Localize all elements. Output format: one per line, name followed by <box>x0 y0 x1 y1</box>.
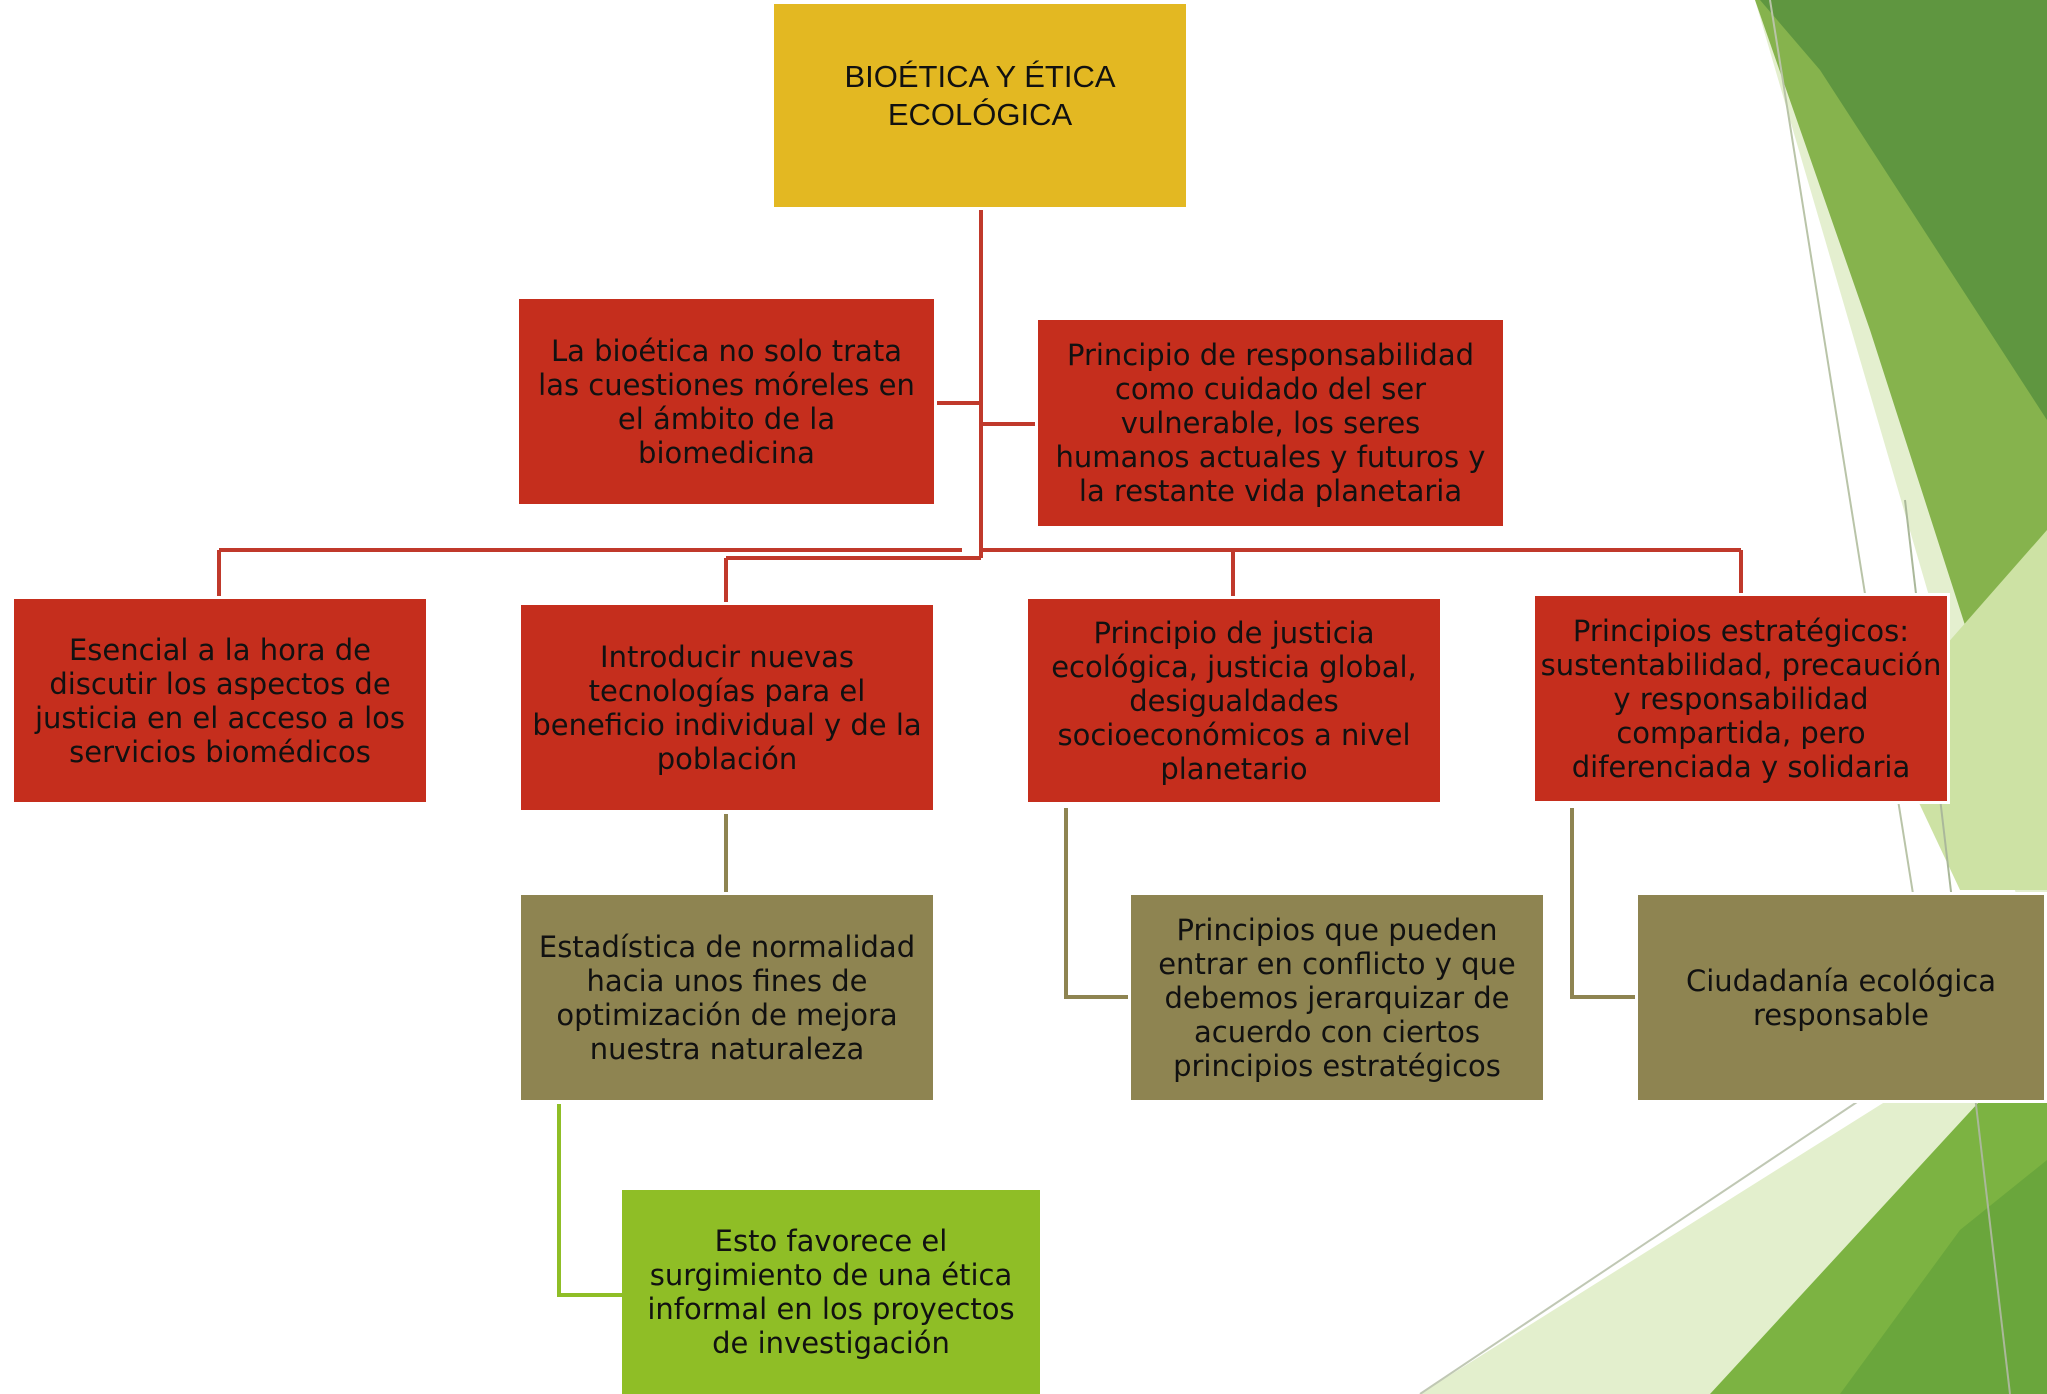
node-bioethics-scope: La bioética no solo trata las cuestiones… <box>516 296 937 507</box>
node-justice-access: Esencial a la hora de discutir los aspec… <box>11 596 429 805</box>
node-text: Ciudadanía ecológica responsable <box>1686 963 1996 1032</box>
node-text: Principios estratégicos: sustentabilidad… <box>1540 613 1942 784</box>
root-title: BIOÉTICA Y ÉTICA ECOLÓGICA <box>844 58 1116 132</box>
node-text: Esto favorece el surgimiento de una étic… <box>647 1224 1015 1360</box>
node-normality-statistics: Estadística de normalidad hacia unos fin… <box>518 892 936 1103</box>
node-informal-ethics: Esto favorece el surgimiento de una étic… <box>622 1190 1040 1394</box>
connector-strategic-to-citizenship <box>1570 808 1635 999</box>
node-new-technologies: Introducir nuevas tecnologías para el be… <box>518 602 936 813</box>
node-text: Principios que pueden entrar en conflict… <box>1158 912 1516 1083</box>
node-responsibility-principle: Principio de responsabilidad como cuidad… <box>1035 317 1506 529</box>
deco-dark-green-triangle-top <box>1760 0 2047 420</box>
node-text: Introducir nuevas tecnologías para el be… <box>532 639 922 776</box>
connector-statistics-to-ethics <box>557 1104 622 1297</box>
node-ecological-citizenship: Ciudadanía ecológica responsable <box>1635 892 2047 1103</box>
root-node: BIOÉTICA Y ÉTICA ECOLÓGICA <box>771 1 1189 210</box>
node-text: Principio de responsabilidad como cuidad… <box>1055 338 1486 508</box>
node-ecological-justice: Principio de justicia ecológica, justici… <box>1025 596 1443 805</box>
deco-dark-green-triangle-bottom <box>1840 1160 2047 1394</box>
node-conflicting-principles: Principios que pueden entrar en conflict… <box>1128 892 1546 1103</box>
node-strategic-principles: Principios estratégicos: sustentabilidad… <box>1532 593 1950 804</box>
deco-thin-line-3 <box>1419 1099 1861 1394</box>
node-text: Esencial a la hora de discutir los aspec… <box>35 632 405 769</box>
deco-thin-line-1 <box>1769 0 1931 1001</box>
node-text: Estadística de normalidad hacia unos fin… <box>538 929 916 1066</box>
node-text: La bioética no solo trata las cuestiones… <box>538 333 915 470</box>
node-text: Principio de justicia ecológica, justici… <box>1051 615 1417 786</box>
connector-justice-to-conflict <box>1064 808 1128 999</box>
